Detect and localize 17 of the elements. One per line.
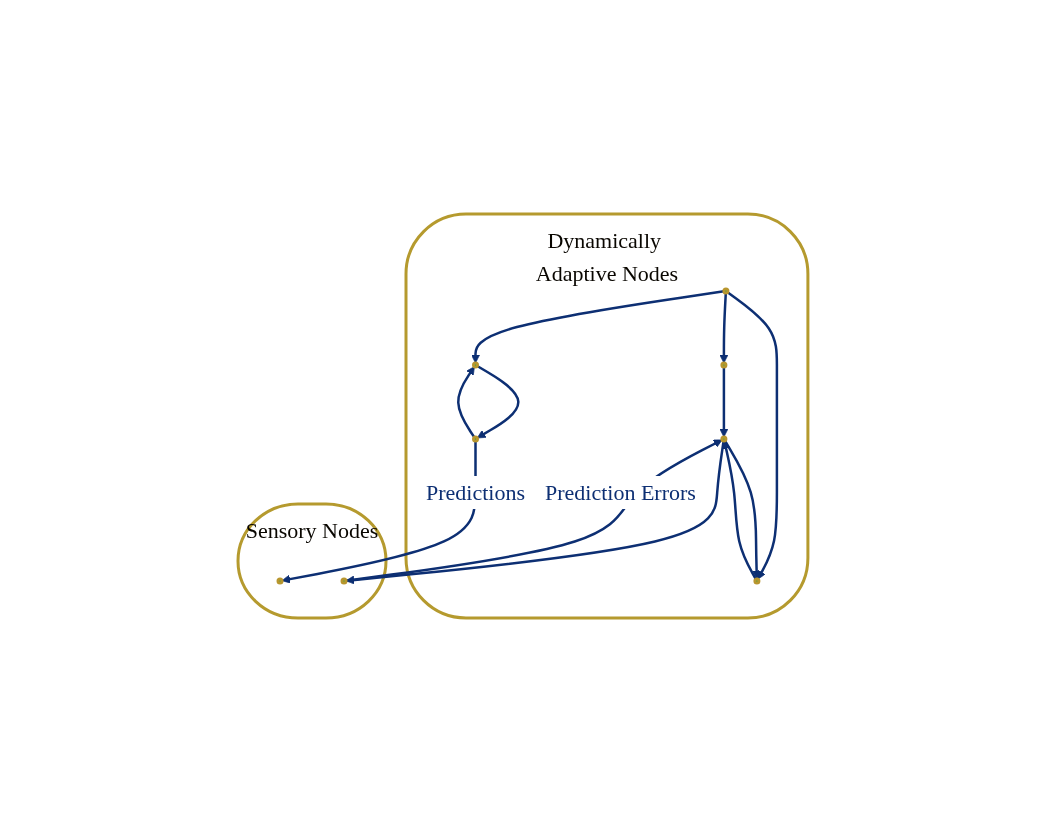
node-circle (472, 361, 480, 369)
arrow (726, 291, 779, 580)
arrow (281, 441, 477, 584)
node-circle (720, 361, 728, 369)
arrow (457, 366, 476, 439)
node-circle (276, 577, 284, 585)
arrow (719, 367, 729, 438)
arrow (471, 290, 725, 364)
arrow (719, 292, 729, 364)
node-circle (720, 435, 728, 443)
node-circle (753, 577, 761, 585)
node-circle (472, 435, 480, 443)
node-circle (722, 287, 730, 295)
arrow (476, 364, 520, 439)
edge-label: Prediction Errors (545, 480, 696, 505)
edge-label: Predictions (426, 480, 526, 505)
node-circle (340, 577, 348, 585)
